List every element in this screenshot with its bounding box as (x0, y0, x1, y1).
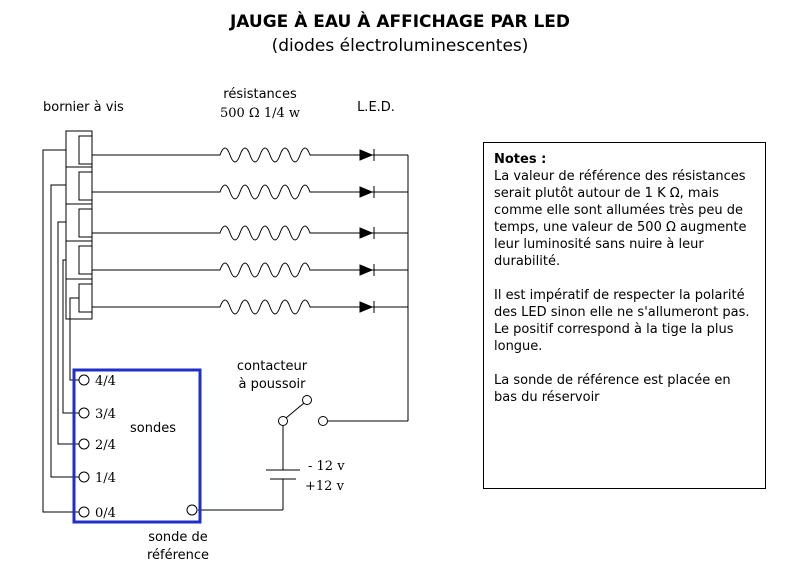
label-sondes: sondes (130, 421, 176, 436)
switch-contact-left (278, 416, 288, 426)
probe-label-1-4: 1/4 (95, 471, 116, 486)
reference-probe-terminal (186, 504, 198, 516)
label-plus-12v: +12 v (305, 479, 345, 494)
notes-box: Notes : La valeur de référence des résis… (483, 142, 766, 489)
label-sonde-ref-2: référence (147, 548, 209, 563)
probe-terminal-0-4 (78, 506, 90, 518)
probe-label-2-4: 2/4 (95, 438, 116, 453)
label-bornier: bornier à vis (43, 100, 124, 115)
notes-paragraph-3: La sonde de référence est placée en bas … (494, 373, 731, 405)
label-resistances-1: résistances (223, 87, 297, 102)
probe-terminal-4-4 (78, 374, 90, 386)
label-minus-12v: - 12 v (308, 459, 345, 474)
switch-contact-right (318, 416, 328, 426)
probe-terminal-1-4 (78, 471, 90, 483)
probe-label-0-4: 0/4 (95, 506, 116, 521)
probe-label-3-4: 3/4 (95, 407, 116, 422)
notes-paragraph-1: La valeur de référence des résistances s… (494, 169, 747, 269)
diagram-title: JAUGE À EAU À AFFICHAGE PAR LED (229, 10, 570, 32)
switch-contact-top (302, 395, 312, 405)
probe-label-4-4: 4/4 (95, 374, 116, 389)
notes-paragraph-2: Il est impératif de respecter la polarit… (494, 288, 750, 354)
label-resistances-2: 500 Ω 1/4 w (220, 106, 300, 121)
probe-terminal-3-4 (78, 407, 90, 419)
notes-title: Notes : (494, 152, 547, 167)
label-contacteur-1: contacteur (237, 359, 308, 374)
led-diodes (355, 149, 378, 313)
label-contacteur-2: à poussoir (239, 377, 307, 392)
label-led: L.E.D. (357, 100, 395, 115)
probe-box (72, 368, 202, 524)
resistor-rows (92, 147, 355, 315)
diagram-subtitle: (diodes électroluminescentes) (272, 36, 529, 56)
probe-terminal-2-4 (78, 438, 90, 450)
label-sonde-ref-1: sonde de (148, 530, 208, 545)
